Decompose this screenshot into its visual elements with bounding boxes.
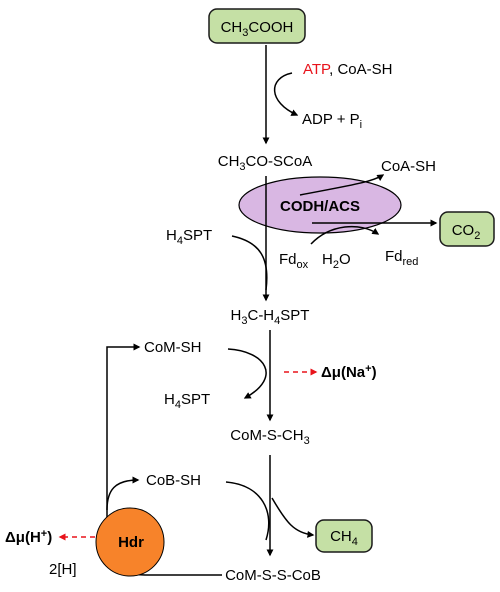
hdr-enzyme-circle <box>95 507 165 577</box>
h-gradient-label: Δμ(H+) <box>5 528 52 546</box>
two-h-label: 2[H] <box>49 561 77 578</box>
adp-pi-label: ADP + Pi <box>302 111 362 131</box>
hdr-label: Hdr <box>118 534 144 551</box>
co2-label: CO2 <box>452 222 481 242</box>
codh-acs-label: CODH/ACS <box>280 198 360 215</box>
na-gradient-label: Δμ(Na+) <box>321 363 377 381</box>
heterodisulfide-label: CoM-S-S-CoB <box>225 567 321 584</box>
h4spt-output-label: H4SPT <box>164 391 210 411</box>
cob-sh-label: CoB-SH <box>146 472 201 489</box>
methyl-com-label: CoM-S-CH3 <box>230 427 309 447</box>
fd-red-label: Fdred <box>385 248 418 268</box>
methyl-h4spt-label: H3C-H4SPT <box>231 307 310 327</box>
arrow-com-sh-regeneration <box>106 343 141 530</box>
com-sh-label: CoM-SH <box>144 339 202 356</box>
arrow-h4spt-input <box>231 235 268 291</box>
arrow-cob-sh-regeneration <box>106 476 140 511</box>
acetate-label: CH3COOH <box>221 19 294 39</box>
arrow-coa-release <box>299 174 385 196</box>
acetate-box <box>208 8 306 44</box>
arrow-fd-reduction <box>310 225 380 245</box>
fd-ox-label: Fdox <box>279 251 309 271</box>
h4spt-input-label: H4SPT <box>166 227 212 247</box>
acetyl-coa-label: CH3CO-SCoA <box>218 153 312 173</box>
codh-acs-ellipse <box>238 176 402 234</box>
co2-box <box>439 211 495 247</box>
arrow-cob-incorporation <box>225 481 270 541</box>
atp-coa-label: ATP, CoA-SH <box>303 61 393 78</box>
arrow-ch4-release <box>271 497 315 538</box>
ch4-label: CH4 <box>330 528 358 548</box>
h2o-label: H2O <box>322 251 351 271</box>
ch4-box <box>315 519 373 553</box>
arrow-atp-consumption <box>273 72 299 116</box>
arrow-methyl-transfer <box>227 348 267 399</box>
coa-sh-out-label: CoA-SH <box>381 158 436 175</box>
